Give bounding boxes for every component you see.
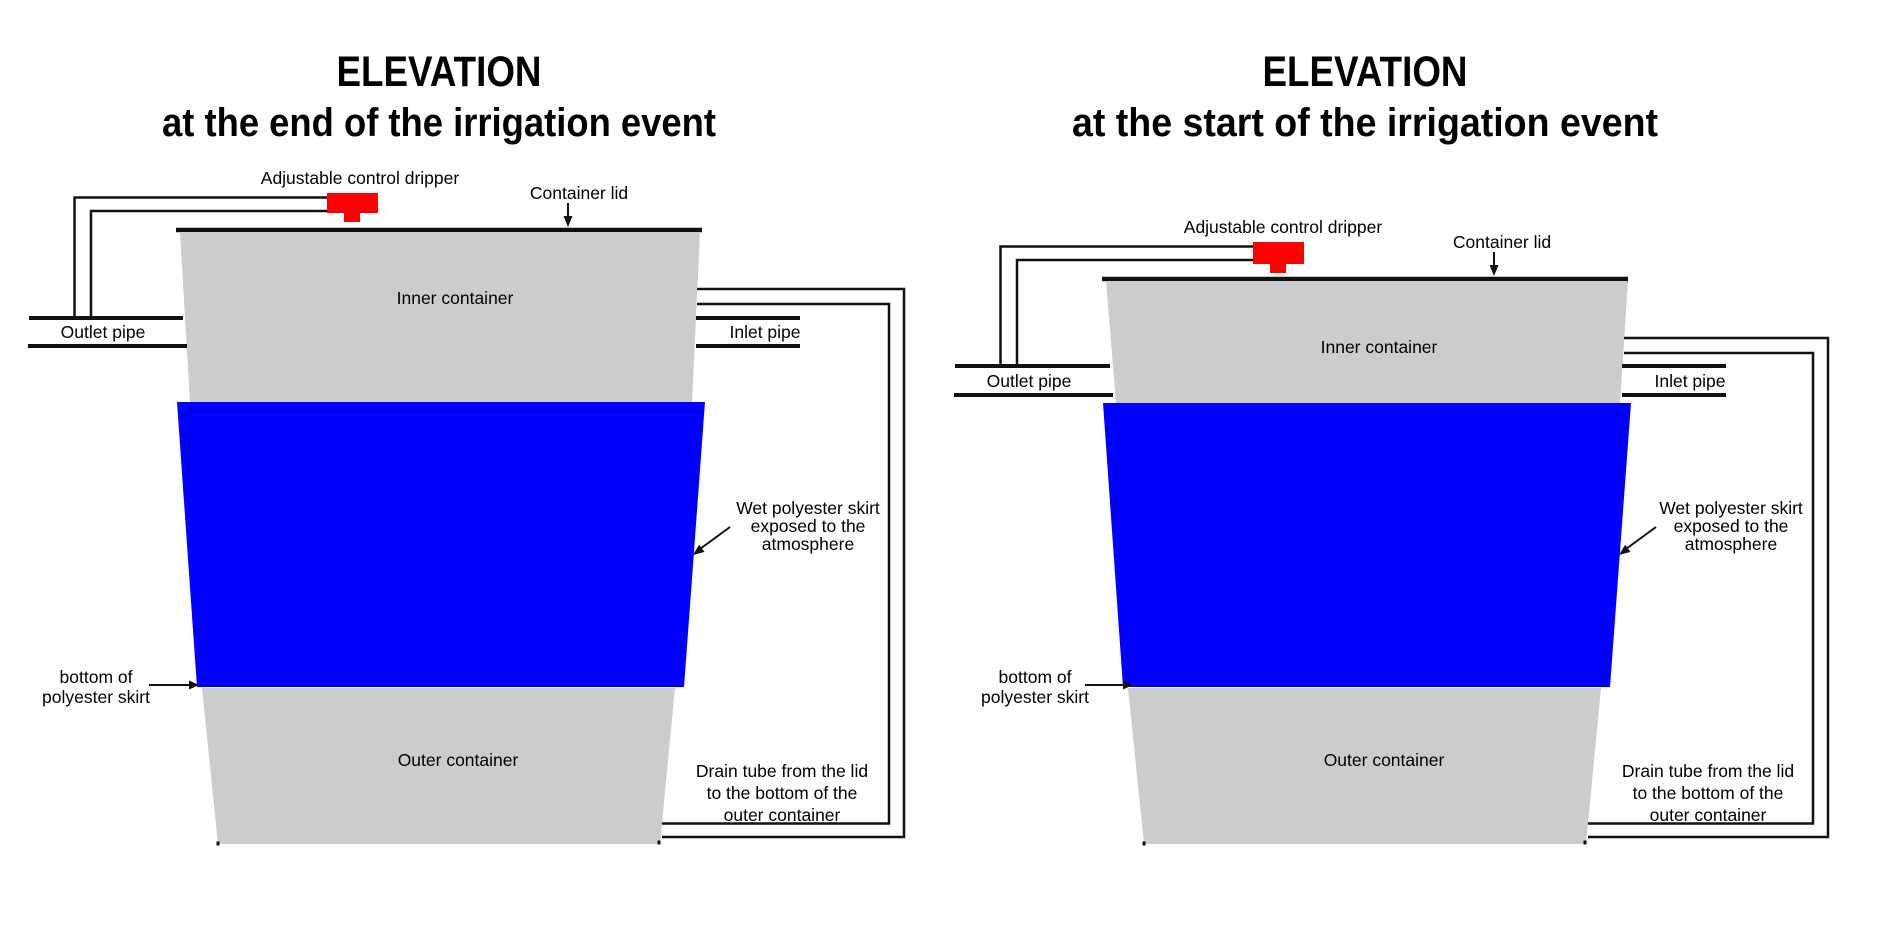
dripper-body xyxy=(1253,242,1304,264)
skirt-bottom-label-line1: bottom of xyxy=(999,667,1072,687)
drain-tube-outer-line xyxy=(662,287,906,839)
dripper-body xyxy=(327,193,378,213)
diagram-title-line2: at the end of the irrigation event xyxy=(162,101,716,145)
drain-tube-label-line3: outer container xyxy=(1650,805,1767,825)
wet-skirt-label-line3: atmosphere xyxy=(762,534,854,554)
inner-container-label: Inner container xyxy=(1321,337,1438,357)
skirt-bottom-label-line2: polyester skirt xyxy=(981,687,1089,707)
inlet-pipe-label: Inlet pipe xyxy=(1654,371,1725,391)
drain-tube-inner-line xyxy=(1588,351,1815,825)
inlet-pipe-label: Inlet pipe xyxy=(729,322,800,342)
drain-tube-label-line1: Drain tube from the lid xyxy=(1622,761,1794,781)
dripper-label: Adjustable control dripper xyxy=(1184,217,1383,237)
lid-arrow-head xyxy=(563,216,573,227)
skirt-bottom-label-line2: polyester skirt xyxy=(42,687,150,707)
drain-tube-label-line1: Drain tube from the lid xyxy=(696,761,868,781)
left-diagram: ELEVATION at the end of the irrigation e… xyxy=(28,48,906,846)
dripper-supply-line-upper xyxy=(73,196,327,317)
outer-container-shape xyxy=(202,688,675,844)
drain-tube-label-line2: to the bottom of the xyxy=(707,783,858,803)
outer-container-label: Outer container xyxy=(398,750,519,770)
dripper-supply-line-upper xyxy=(999,245,1253,366)
inner-container-label: Inner container xyxy=(397,288,514,308)
outlet-pipe-label: Outlet pipe xyxy=(987,371,1072,391)
skirt-bottom-label-line1: bottom of xyxy=(60,667,133,687)
wet-skirt-label-line2: exposed to the xyxy=(751,516,866,536)
diagram-title-line2: at the start of the irrigation event xyxy=(1072,101,1658,145)
outer-container-shape xyxy=(1128,688,1601,844)
wet-skirt-shape xyxy=(177,402,705,687)
diagram-title-line1: ELEVATION xyxy=(1263,48,1468,96)
dripper-outlet-tab xyxy=(344,213,360,222)
wet-skirt-arrow-shaft xyxy=(1625,526,1657,550)
drain-tube-outer-line xyxy=(1588,336,1830,839)
drain-tube-inner-line xyxy=(662,302,891,825)
wet-skirt-arrow-shaft xyxy=(699,526,731,550)
outer-container-corner-tick-left xyxy=(216,841,220,846)
drain-tube-label-line3: outer container xyxy=(724,805,841,825)
diagram-title-line1: ELEVATION xyxy=(337,48,542,96)
lid-label: Container lid xyxy=(1453,232,1551,252)
wet-skirt-label-line2: exposed to the xyxy=(1674,516,1789,536)
wet-skirt-label-line1: Wet polyester skirt xyxy=(1659,498,1803,518)
dripper-outlet-tab xyxy=(1270,264,1286,273)
wet-skirt-label-line3: atmosphere xyxy=(1685,534,1777,554)
skirt-bottom-arrow-head xyxy=(189,680,199,690)
outlet-pipe-label: Outlet pipe xyxy=(61,322,146,342)
inner-container-shape xyxy=(1106,281,1628,403)
drain-tube-label-line2: to the bottom of the xyxy=(1633,783,1784,803)
lid-label: Container lid xyxy=(530,183,628,203)
outer-container-label: Outer container xyxy=(1324,750,1445,770)
wet-skirt-arrow-head xyxy=(693,544,705,555)
wet-skirt-arrow-head xyxy=(1619,544,1631,555)
outer-container-corner-tick-right xyxy=(1583,840,1587,845)
inner-container-shape xyxy=(180,232,700,402)
skirt-bottom-arrow-head xyxy=(1123,680,1133,690)
lid-arrow-head xyxy=(1489,265,1499,276)
wet-skirt-label-line1: Wet polyester skirt xyxy=(736,498,880,518)
wet-skirt-shape xyxy=(1103,403,1631,687)
outer-container-corner-tick-right xyxy=(657,840,661,845)
dripper-supply-line-lower xyxy=(89,209,327,317)
dripper-supply-line-lower xyxy=(1015,258,1253,366)
outer-container-corner-tick-left xyxy=(1142,841,1146,846)
dripper-label: Adjustable control dripper xyxy=(261,168,460,188)
right-diagram: ELEVATION at the start of the irrigation… xyxy=(954,48,1830,846)
